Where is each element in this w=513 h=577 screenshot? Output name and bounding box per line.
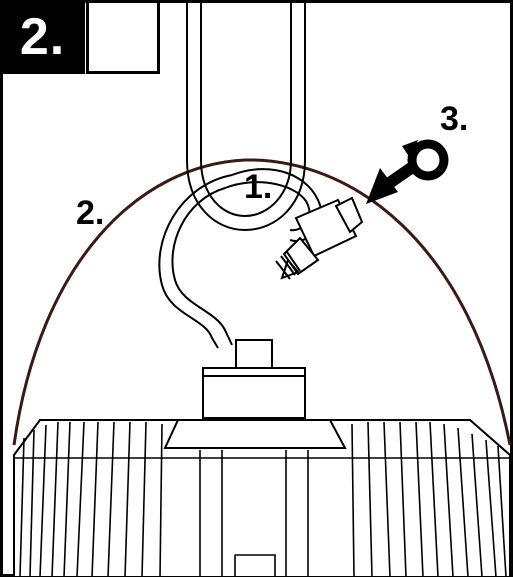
ceiling-hook	[186, 0, 306, 232]
lamp-stem	[202, 339, 306, 419]
locking-screw	[275, 196, 364, 280]
safety-cable	[12, 158, 512, 446]
arrow-down-left-icon	[366, 161, 418, 204]
callout-cable: 2.	[76, 194, 105, 232]
callout-hook: 1.	[244, 168, 273, 206]
lamp-body	[13, 419, 511, 577]
rotate-clockwise-icon	[402, 139, 449, 181]
callout-screw: 3.	[440, 100, 469, 138]
tool-icon-box	[86, 0, 160, 74]
step-number-badge: 2.	[0, 0, 85, 74]
